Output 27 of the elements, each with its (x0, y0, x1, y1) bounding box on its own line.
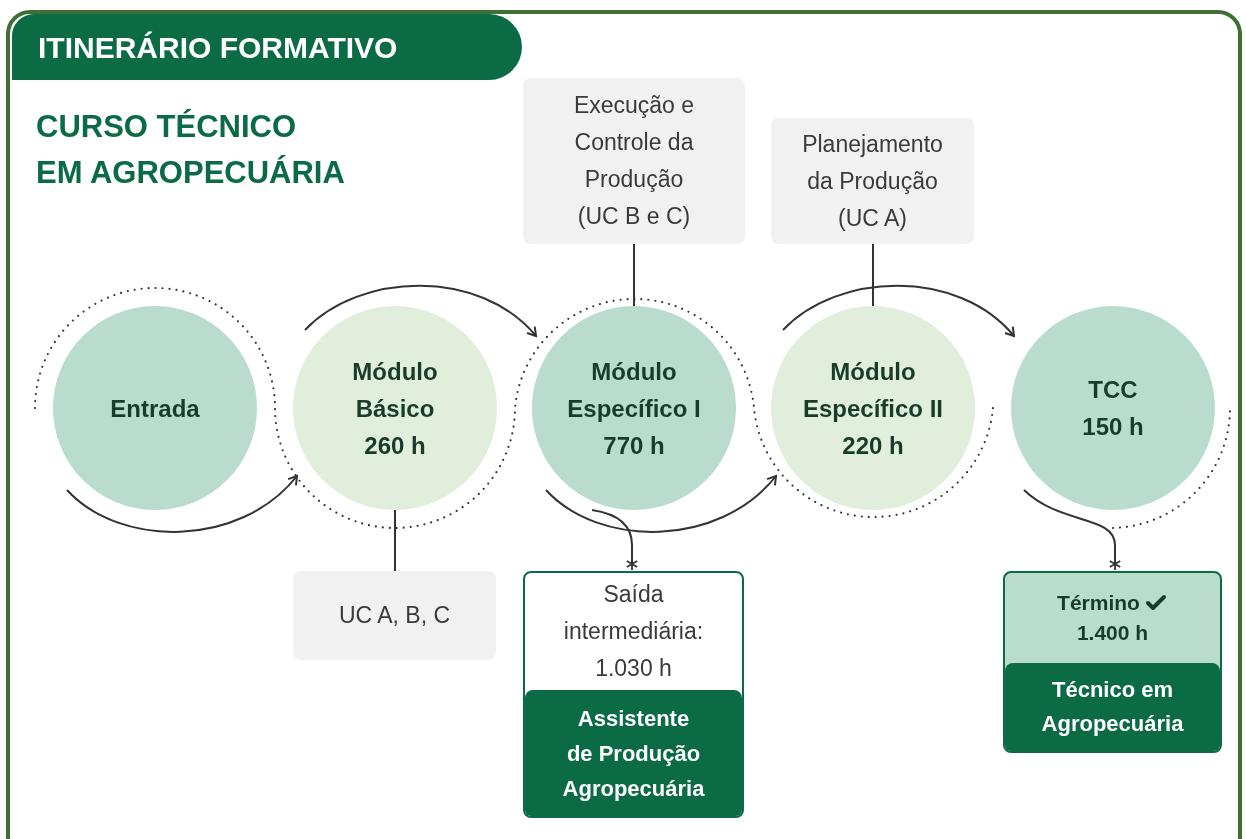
qualification-banner: Assistente de Produção Agropecuária (525, 690, 742, 816)
unit-text: Execução e Controle da Produção (UC B e C) (572, 91, 696, 231)
exit-card (523, 571, 744, 818)
unit-box (771, 118, 974, 244)
connector-line (872, 243, 874, 307)
finish-card (1003, 571, 1222, 753)
header-tab: ITINERÁRIO FORMATIVO (12, 14, 522, 80)
stage-label: Módulo Básico 260 h (351, 356, 439, 461)
arrow (782, 284, 1015, 337)
finish-title: Término (1057, 590, 1140, 616)
unit-box (293, 571, 496, 660)
unit-text: UC A, B, C (338, 601, 451, 630)
stage-label: Módulo Específico II 220 h (801, 356, 945, 461)
exit-text: Saída intermediária: 1.030 h (562, 580, 705, 683)
stage-label: TCC 150 h (1081, 375, 1145, 442)
unit-box (523, 78, 745, 244)
qualification-banner: Técnico em Agropecuária (1005, 663, 1220, 751)
finish-hours: 1.400 h (1076, 620, 1149, 646)
course-title: CURSO TÉCNICO EM AGROPECUÁRIA (36, 108, 346, 192)
arrow (304, 284, 537, 337)
stage-label: Entrada (110, 393, 200, 424)
stage-label: Módulo Específico I 770 h (566, 356, 702, 461)
unit-text: Planejamento da Produção (UC A) (801, 129, 944, 233)
connector-line (394, 509, 396, 572)
connector-line (633, 243, 635, 307)
arrow (66, 475, 298, 533)
arrow (545, 475, 777, 533)
